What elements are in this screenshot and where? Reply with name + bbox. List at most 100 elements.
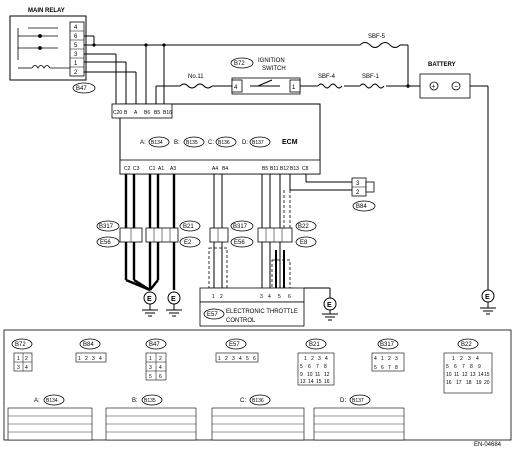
ignition-pin [231, 79, 243, 93]
ecm-bottom-pins-row [119, 159, 321, 175]
ecm-connector-row: A: B134 B: B135 C: B136 D: B137 ECM [140, 136, 298, 148]
ignition-connector-code: B72 [234, 61, 245, 67]
ecm-connector-prefix: B: [174, 140, 180, 146]
relay-pin-label: 1 [74, 61, 78, 67]
etc-connector-code: E57 [207, 312, 218, 318]
svg-text:5: 5 [149, 374, 152, 380]
svg-text:11: 11 [315, 372, 320, 378]
etc-pin: 4 [268, 294, 271, 300]
svg-text:9: 9 [478, 364, 481, 370]
ecm-bottom-pin: C8 [302, 166, 309, 172]
etc-pins: 1 2 3 4 5 6 [212, 294, 291, 300]
relay-pin-label: 4 [74, 25, 78, 31]
svg-text:5: 5 [446, 364, 449, 370]
svg-text:C:: C: [240, 398, 246, 404]
svg-text:15: 15 [316, 379, 322, 385]
svg-text:4: 4 [25, 365, 28, 371]
battery-positive-terminal [429, 81, 439, 91]
svg-text:7: 7 [316, 364, 319, 370]
svg-text:5: 5 [300, 364, 303, 370]
svg-text:E: E [327, 302, 332, 309]
battery-negative-sign: − [454, 84, 458, 91]
svg-text:18: 18 [466, 380, 472, 386]
connector-code: B21 [183, 224, 194, 230]
fuse-sbf5-label: SBF-5 [368, 34, 386, 40]
etc-label-2: CONTROL [226, 318, 256, 324]
ecm-connector-tag [215, 136, 237, 148]
ecm-top-pin: B5 [154, 110, 160, 116]
svg-text:B72: B72 [15, 342, 26, 348]
connector-code: E56 [234, 240, 245, 246]
ecm-bottom-pin: C1 [149, 166, 156, 172]
svg-text:B137: B137 [352, 398, 364, 404]
battery-positive-sign: + [432, 84, 436, 91]
connector-code: E8 [300, 240, 308, 246]
etc-pin: 5 [278, 294, 281, 300]
main-relay-box [9, 15, 87, 81]
svg-text:13: 13 [470, 372, 476, 378]
ecm-bottom-pin: B12 [280, 166, 289, 172]
throttle-wires-thick [275, 250, 285, 288]
document-code: EN-04684 [474, 442, 502, 448]
svg-text:17: 17 [456, 380, 462, 386]
ecm-connector-view-b: B: B135 [105, 394, 197, 441]
ecm-connector-prefix: C: [208, 140, 214, 146]
svg-text:4: 4 [159, 365, 162, 371]
relay-pin-label: 6 [74, 34, 78, 40]
svg-text:A:: A: [34, 398, 40, 404]
svg-text:1: 1 [381, 356, 384, 362]
pinout-b84: B84 1 2 3 4 [75, 338, 107, 363]
ecm-bottom-pins: C2 C3 C1 A1 A3 A4 B4 B5 B11 B12 B13 C8 [124, 166, 309, 172]
svg-text:16: 16 [446, 380, 452, 386]
svg-text:D:: D: [340, 398, 346, 404]
battery-box [419, 73, 471, 99]
fuse-no11 [179, 83, 213, 89]
ecm-bottom-pin: B13 [290, 166, 299, 172]
main-relay-connector-tag [72, 82, 96, 94]
b84-connector-tag [352, 200, 376, 212]
b84-pin: 3 [356, 181, 360, 187]
ecm-connector-view-a: A: B134 [7, 394, 93, 441]
svg-text:6: 6 [308, 364, 311, 370]
main-relay-internals [17, 27, 70, 69]
ecm-connector-view-c: C: B136 [211, 394, 305, 441]
ecm-bottom-pin: C2 [124, 166, 131, 172]
svg-text:13: 13 [300, 379, 306, 385]
svg-text:3: 3 [318, 356, 321, 362]
battery-label: BATTERY [428, 62, 456, 68]
fuse-sbf5 [359, 42, 401, 48]
svg-text:6: 6 [159, 374, 162, 380]
svg-text:3: 3 [468, 356, 471, 362]
svg-text:12: 12 [462, 372, 468, 378]
fuse-sbf1 [359, 83, 385, 89]
ecm-connector-view-d: D: B137 [313, 394, 405, 441]
svg-text:B136: B136 [252, 398, 264, 404]
etc-pin: 3 [260, 294, 263, 300]
svg-text:B317: B317 [380, 342, 395, 348]
ecm-connector-tag [249, 136, 271, 148]
connector-b317-e56-left: B317 E56 [96, 220, 143, 248]
etc-label-1: ELECTRONIC THROTTLE [226, 309, 298, 315]
ecm-top-pin: B6 [144, 110, 150, 116]
ecm-bottom-pin: B11 [270, 166, 279, 172]
relay-pin-label: 2 [74, 70, 78, 76]
svg-text:14: 14 [478, 372, 484, 378]
ecm-connector-code: B134 [151, 140, 163, 146]
ecm-bottom-pin: C3 [133, 166, 140, 172]
ecm-top-pins: C20 B A B6 B5 B16 [113, 110, 172, 116]
svg-text:4: 4 [239, 356, 242, 362]
connector-b317-e56-mid: B317 E56 [209, 220, 254, 248]
b84-pin: 2 [356, 190, 360, 196]
main-relay-label: MAIN RELAY [28, 8, 65, 14]
ignition-pin-label: 4 [234, 85, 238, 91]
ignition-switch-label-2: SWITCH [262, 66, 286, 72]
connector-code: B22 [298, 224, 309, 230]
svg-text:B22: B22 [461, 342, 472, 348]
connector-code: B317 [233, 224, 248, 230]
ecm-bottom-pin: A4 [212, 166, 218, 172]
ecm-connector-code: B136 [218, 140, 230, 146]
svg-text:3: 3 [395, 356, 398, 362]
svg-text:4: 4 [476, 356, 479, 362]
svg-text:8: 8 [324, 364, 327, 370]
ecm-top-pin: B [124, 110, 128, 116]
